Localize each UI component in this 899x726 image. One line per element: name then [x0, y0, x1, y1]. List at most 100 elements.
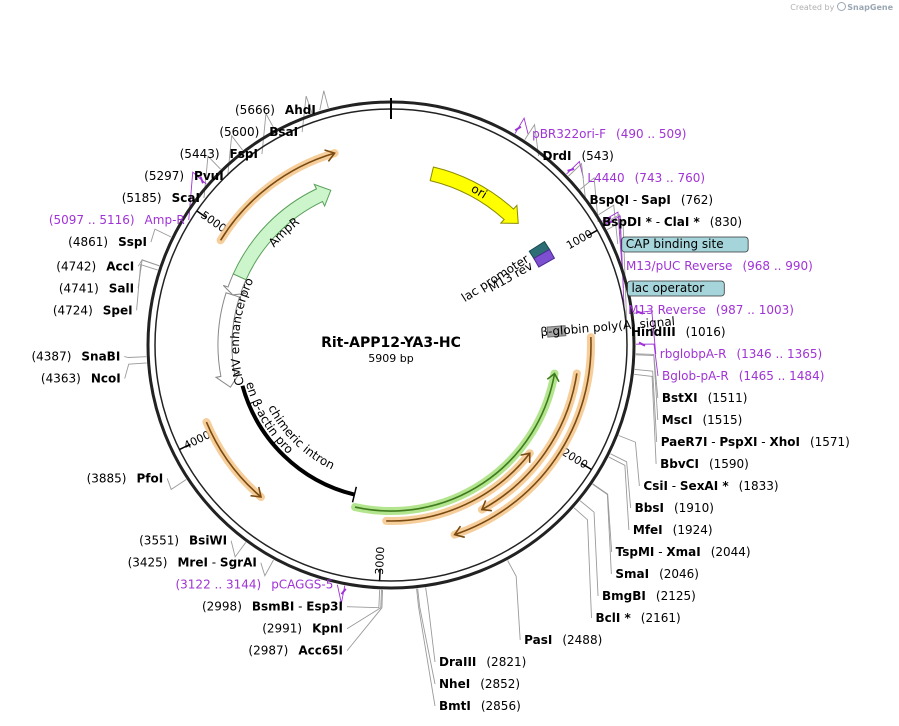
enzyme-name: XhoI	[769, 435, 800, 449]
enzyme-name: NcoI	[91, 372, 121, 386]
separator: -	[707, 435, 719, 449]
enzyme-name: ClaI *	[664, 215, 701, 229]
tick-mark	[580, 462, 592, 471]
primer-mark	[567, 167, 575, 172]
site-position: (1571)	[810, 435, 850, 449]
site-label-m13-puc-reverse-968-990: M13/pUC Reverse (968 .. 990)	[626, 259, 813, 273]
site-position: (1511)	[708, 391, 748, 405]
site-label-nhei: NheI (2852)	[439, 677, 520, 691]
cmv-enhancer-feature	[214, 292, 241, 388]
site-position: (830)	[710, 215, 742, 229]
site-label-msci: MscI(1515)	[662, 413, 743, 427]
orange-cds-3-feature	[454, 337, 592, 536]
primer-text: (3122 .. 3144)	[175, 578, 261, 592]
primer-mark	[514, 125, 522, 132]
ampr-promoter-feature	[222, 273, 247, 296]
site-leader-line	[203, 155, 221, 199]
primer-text: (743 .. 760)	[635, 171, 705, 185]
enzyme-name: BspDI *	[602, 215, 652, 229]
site-leader-line	[416, 588, 436, 707]
site-label-spei: (4724)SpeI	[53, 303, 133, 317]
site-position: (1924)	[673, 523, 713, 537]
enzyme-name: KpnI	[312, 622, 343, 636]
primer-text: (968 .. 990)	[742, 259, 812, 273]
site-label-pasi: PasI(2488)	[524, 633, 602, 647]
site-position: (2161)	[641, 611, 681, 625]
site-position: (2987)	[248, 644, 288, 658]
enzyme-name: PspXI	[719, 435, 757, 449]
tick-label: 3000	[373, 546, 387, 575]
site-leader-line	[136, 263, 158, 311]
site-position: (4741)	[59, 281, 99, 295]
enzyme-name: HindIII	[631, 325, 676, 339]
primer-text: (987 .. 1003)	[716, 303, 794, 317]
snapgene-logo-icon	[837, 2, 847, 11]
primer-mark	[636, 310, 644, 315]
site-leader-line	[346, 589, 383, 652]
enzyme-name: TspMI	[616, 545, 655, 559]
orange-cds-4-arrowhead	[480, 500, 493, 512]
site-leader-line	[608, 456, 630, 531]
tick-mark	[179, 443, 191, 451]
site-label-bglob-pa-r-1465-1484: Bglob-pA-R(1465 .. 1484)	[662, 369, 824, 383]
site-position: (1833)	[739, 479, 779, 493]
site-label-rbglobpa-r-1346-1365: rbglobpA-R(1346 .. 1365)	[660, 347, 822, 361]
site-position: (2044)	[711, 545, 751, 559]
site-leader-line	[346, 589, 381, 609]
site-label-bbsi: BbsI(1910)	[635, 501, 714, 515]
separator: -	[629, 193, 641, 207]
site-position: (2046)	[659, 567, 699, 581]
site-label-m13-reverse-987-1003: M13 Reverse(987 .. 1003)	[628, 303, 794, 317]
site-position: (2125)	[656, 589, 696, 603]
enzyme-name: SspI	[118, 235, 147, 249]
enzyme-name: SapI	[641, 193, 671, 207]
enzyme-name: DrdI	[543, 149, 572, 163]
green-cds-feature	[354, 373, 556, 512]
site-position: (2856)	[481, 699, 521, 713]
site-position: (5185)	[122, 191, 162, 205]
orange-cds-3-arrowhead	[453, 525, 465, 539]
enzyme-name: BbsI	[635, 501, 664, 515]
site-label-acc65i: (2987) Acc65I	[248, 644, 343, 658]
site-position: (5666)	[235, 103, 275, 117]
site-position: (2852)	[480, 677, 520, 691]
site-label-smai: SmaI(2046)	[615, 567, 699, 581]
enzyme-name: Esp3I	[306, 600, 343, 614]
enzyme-name: DraIII	[439, 655, 476, 669]
orange-cds-4-feature	[481, 373, 578, 511]
site-leader-line	[592, 483, 613, 553]
site-label-csii-sexai: CsiI - SexAI *(1833)	[643, 479, 778, 493]
site-labels: (5666)AhdI(5600)BsaI(5443)FspI(5297)PvuI…	[31, 103, 849, 713]
enzyme-name: BmtI	[439, 699, 471, 713]
tick-mark	[586, 229, 598, 237]
enzyme-name: NheI	[439, 677, 470, 691]
site-leader-line	[346, 589, 382, 630]
enzyme-name: AccI	[106, 259, 134, 273]
site-leader-line	[634, 368, 658, 443]
site-leader-line	[598, 204, 619, 245]
site-position: (3551)	[139, 534, 179, 548]
site-label-drdi: DrdI(543)	[543, 149, 614, 163]
primer-text: Bglob-pA-R	[662, 369, 729, 383]
orange-cds-1-feature	[219, 152, 335, 241]
enzyme-name: PfoI	[136, 471, 163, 485]
primer-text: M13/pUC Reverse	[626, 259, 733, 273]
enzyme-name: MreI	[177, 556, 207, 570]
enzyme-name: Acc65I	[298, 644, 343, 658]
site-leader-line	[568, 162, 586, 201]
site-leader-line	[592, 483, 612, 575]
credit-prefix: Created by	[790, 3, 835, 12]
site-position: (3425)	[128, 556, 168, 570]
primer-mark	[638, 341, 646, 347]
primer-text: rbglobpA-R	[660, 347, 727, 361]
plasmid-name: Rit-APP12-YA3-HC	[321, 335, 461, 351]
site-label-bsai: (5600)BsaI	[219, 125, 298, 139]
orange-cds-2-feature	[205, 421, 262, 498]
enzyme-name: FspI	[230, 147, 258, 161]
plasmid-backbone	[146, 98, 636, 590]
site-label-pfoi: (3885)PfoI	[87, 471, 164, 485]
separator: -	[668, 479, 680, 493]
enzyme-name: MscI	[662, 413, 693, 427]
site-leader-line	[507, 560, 521, 641]
orange-cds-5-arrowhead	[520, 452, 531, 463]
